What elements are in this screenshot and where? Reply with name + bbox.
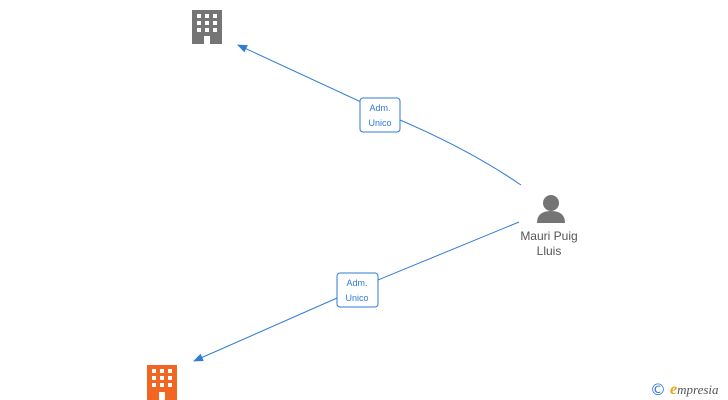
edge-label-line1: Adm.	[369, 103, 390, 113]
person-name-line2: Lluis	[537, 244, 562, 258]
building-icon	[147, 365, 177, 400]
edge-person-to-company-top: Adm. Unico	[237, 44, 522, 186]
copyright-icon: ©	[650, 380, 666, 399]
edge-line	[237, 44, 522, 186]
person-node[interactable]: Mauri Puig Lluis	[520, 195, 578, 258]
edge-label-line1: Adm.	[346, 278, 367, 288]
edge-label[interactable]: Adm. Unico	[359, 97, 401, 133]
building-icon	[192, 10, 222, 44]
edge-label-line2: Unico	[345, 293, 368, 303]
brand-first-letter: e	[670, 381, 677, 398]
brand-watermark: © empresia	[650, 380, 719, 399]
brand-logo: empresia	[670, 381, 719, 398]
company-node-top[interactable]	[192, 10, 222, 44]
brand-rest: mpresia	[677, 382, 719, 397]
company-node-bottom[interactable]	[147, 365, 177, 400]
edge-label[interactable]: Adm. Unico	[336, 272, 379, 308]
edge-label-line2: Unico	[368, 118, 391, 128]
edge-person-to-company-bottom: Adm. Unico	[193, 221, 520, 362]
person-name-line1: Mauri Puig	[520, 229, 577, 243]
person-icon	[537, 195, 565, 223]
